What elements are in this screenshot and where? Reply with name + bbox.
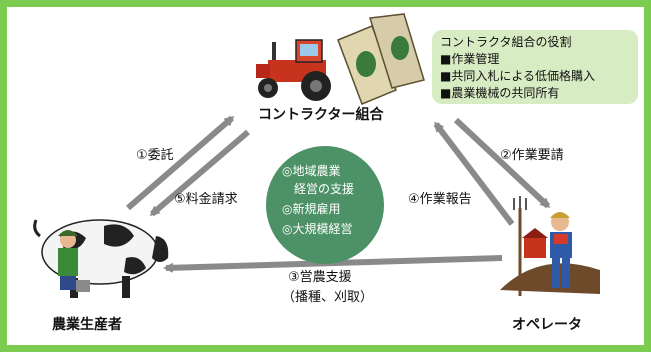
benefits-circle: ◎地域農業 経営の支援 ◎新規雇用 ◎大規模経営 xyxy=(266,146,384,264)
flow-support-detail: （播種、刈取） xyxy=(282,290,374,305)
flow-entrust-label: ①委託 xyxy=(136,148,174,163)
arrow-fee xyxy=(149,129,250,217)
seed-bags-icon xyxy=(337,13,425,105)
roles-title: コントラクタ組合の役割 xyxy=(440,35,572,49)
flow-fee-label: ⑤料金請求 xyxy=(174,192,238,207)
role-item: ■作業管理 xyxy=(440,52,500,66)
flow-report-label: ④作業報告 xyxy=(408,192,472,207)
operator-farmer-icon xyxy=(500,196,600,296)
arrow-entrust xyxy=(126,115,235,211)
benefit-item: ◎地域農業 xyxy=(282,164,341,178)
arrow-report xyxy=(433,121,515,226)
contractor-roles-box: コントラクタ組合の役割 ■作業管理 ■共同入札による低価格購入 ■農業機械の共同… xyxy=(432,30,638,104)
benefit-item: ◎大規模経営 xyxy=(282,222,353,236)
node-operator: オペレータ xyxy=(512,317,582,333)
flow-support-label: ③営農支援 xyxy=(288,270,352,285)
benefit-item: ◎新規雇用 xyxy=(282,202,341,216)
flow-request-label: ②作業要請 xyxy=(500,148,564,163)
role-item: ■共同入札による低価格購入 xyxy=(440,69,595,83)
node-contractor: コントラクター組合 xyxy=(258,107,384,123)
tractor-icon xyxy=(256,39,331,101)
farmer-cow-icon xyxy=(33,219,169,298)
arrow-request xyxy=(453,117,551,209)
node-producer: 農業生産者 xyxy=(52,317,122,333)
benefit-item: 経営の支援 xyxy=(294,182,355,196)
role-item: ■農業機械の共同所有 xyxy=(440,86,560,100)
